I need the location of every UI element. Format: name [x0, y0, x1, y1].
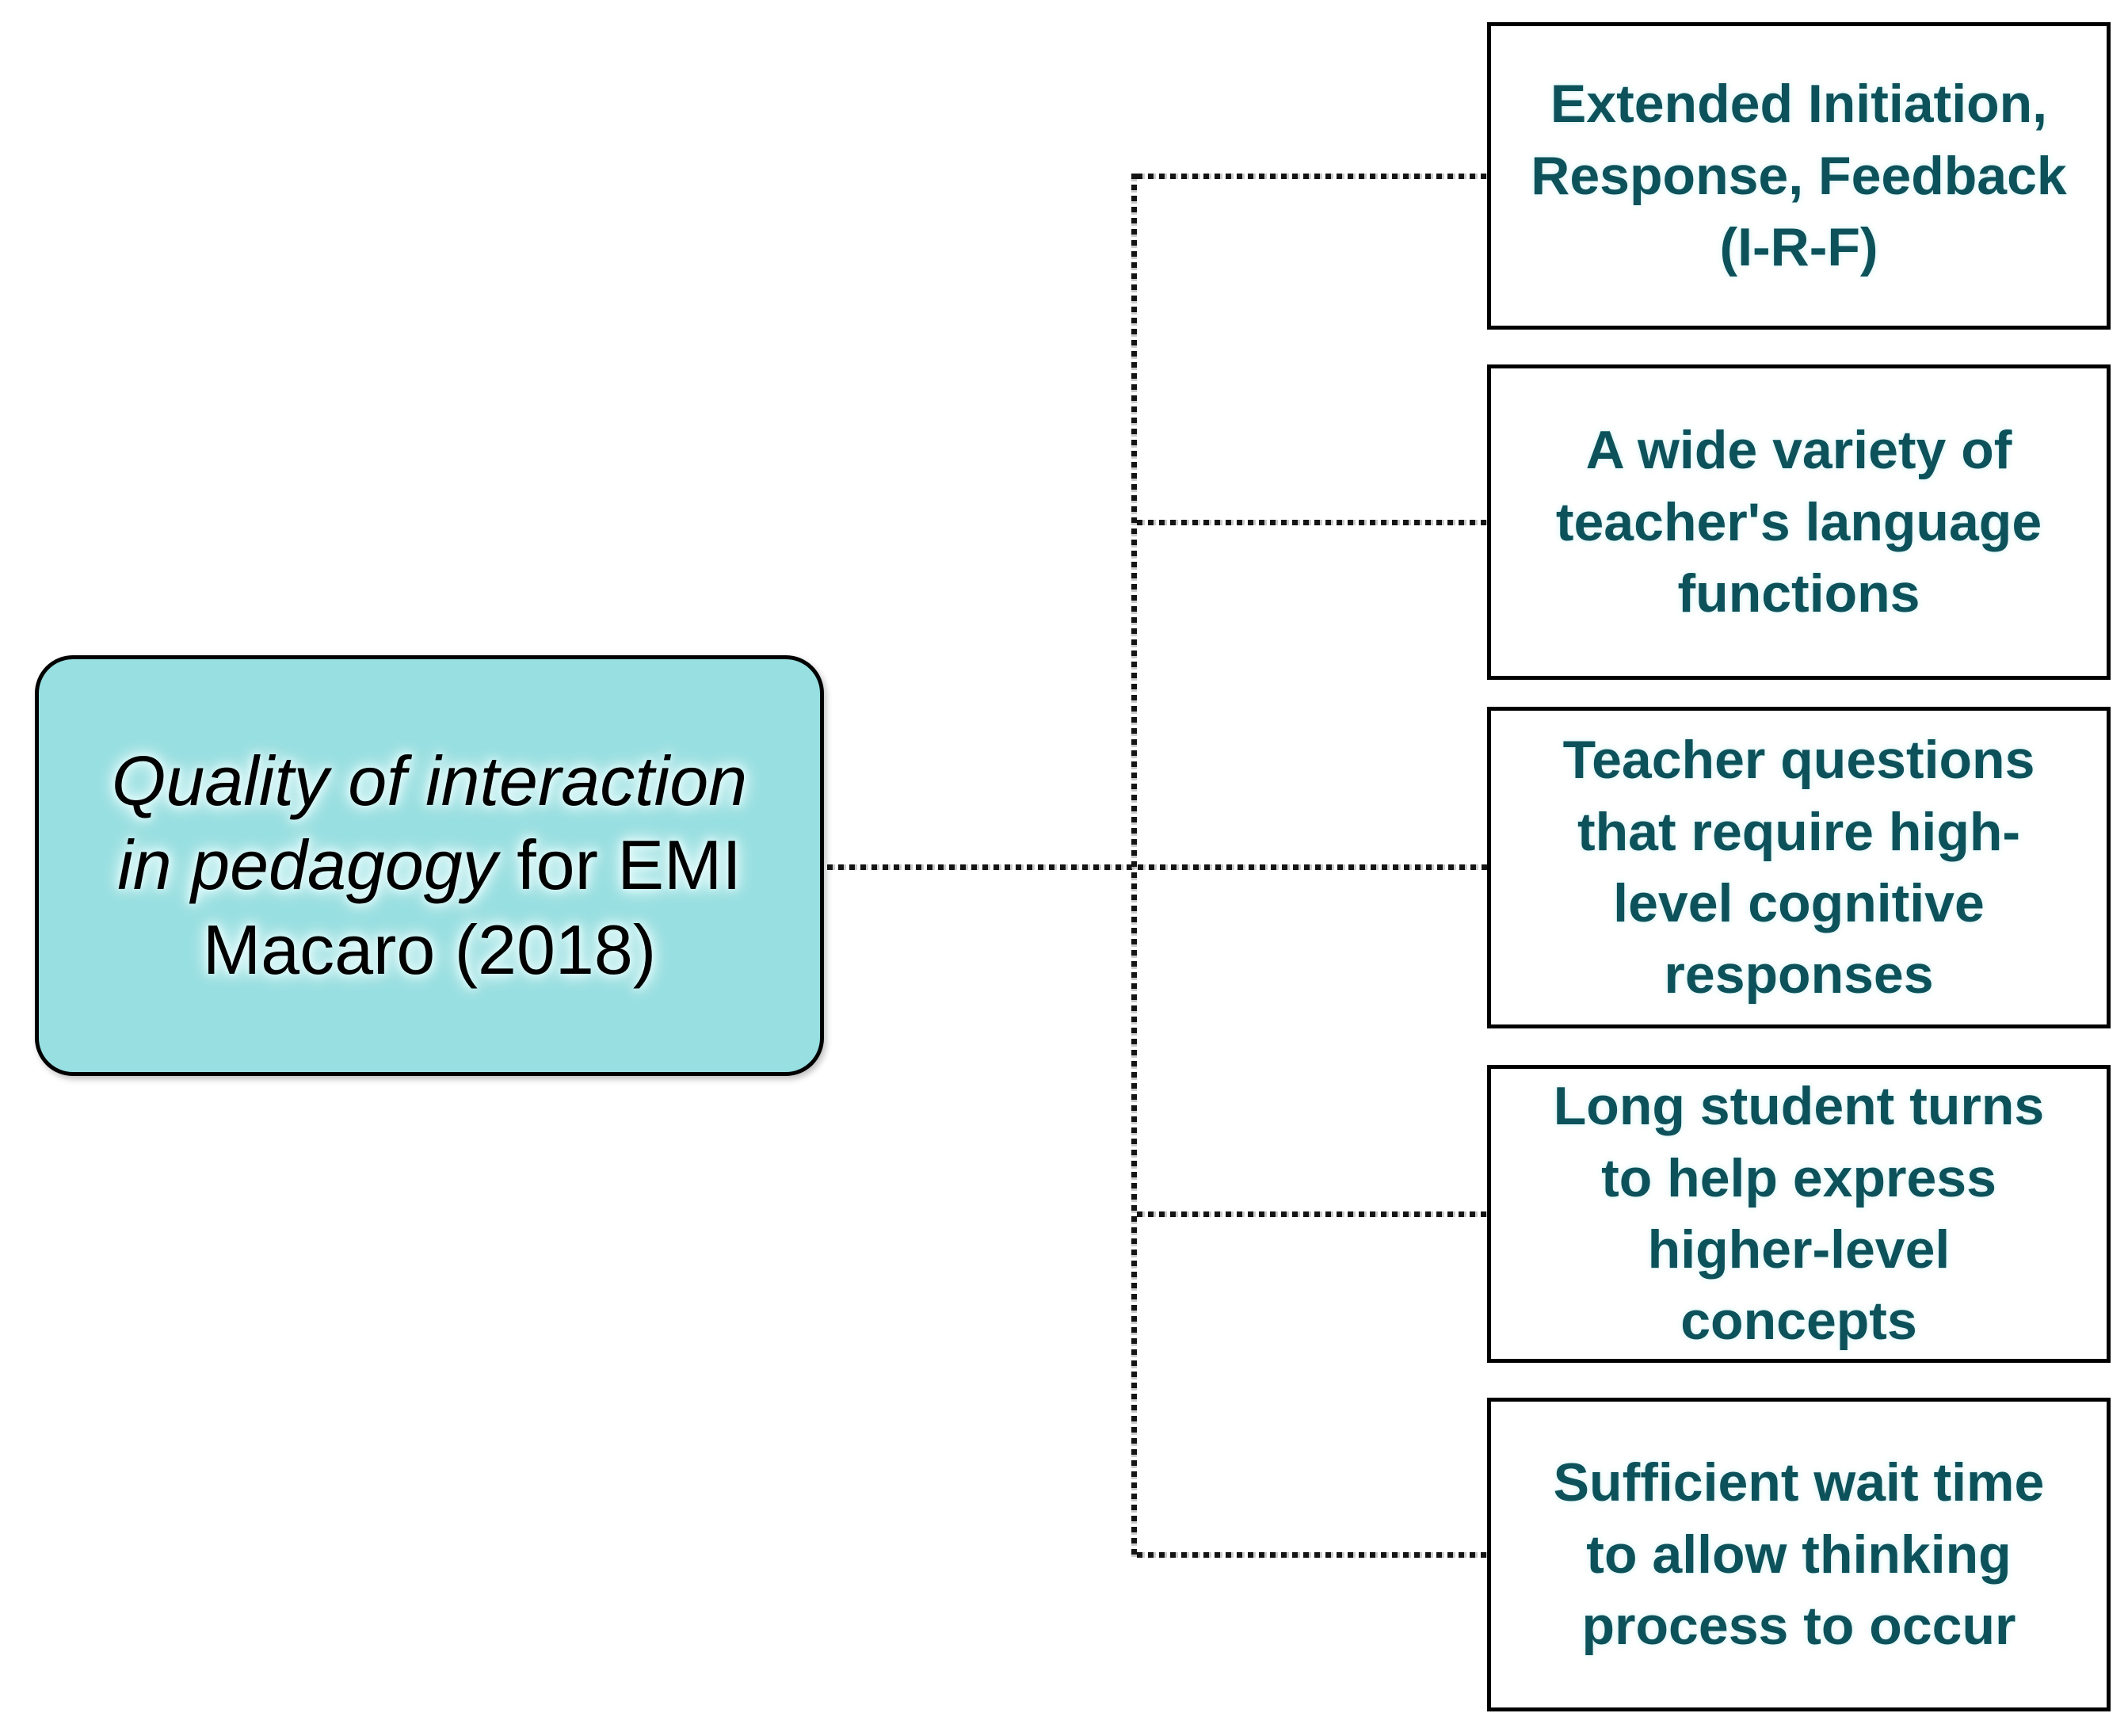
- connector-branch-4: [1137, 1211, 1490, 1217]
- root-node-line2-italic: in pedagogy: [117, 826, 498, 905]
- root-node-line-1: Quality of interaction: [112, 739, 747, 823]
- root-node-line-2: in pedagogy for EMI: [117, 823, 742, 907]
- root-node: Quality of interaction in pedagogy for E…: [35, 655, 824, 1076]
- branch-box-label: Extended Initiation, Response, Feedback …: [1531, 74, 2067, 278]
- branch-box-label: Teacher questions that require high-leve…: [1562, 730, 2035, 1005]
- branch-box-irf: Extended Initiation, Response, Feedback …: [1487, 22, 2111, 330]
- connector-root-to-spine: [827, 864, 1490, 870]
- connector-branch-5: [1137, 1552, 1490, 1558]
- connector-spine: [1131, 174, 1137, 1558]
- root-node-line-3: Macaro (2018): [202, 910, 657, 989]
- branch-box-student-turns: Long student turns to help express highe…: [1487, 1065, 2111, 1363]
- branch-box-teacher-questions: Teacher questions that require high-leve…: [1487, 707, 2111, 1028]
- branch-box-language-functions: A wide variety of teacher's language fun…: [1487, 364, 2111, 680]
- branch-box-label: Long student turns to help express highe…: [1553, 1076, 2045, 1352]
- connector-branch-2: [1137, 520, 1490, 525]
- root-node-line1-italic: Quality of interaction: [111, 741, 748, 820]
- branch-box-label: Sufficient wait time to allow thinking p…: [1553, 1452, 2045, 1657]
- connector-branch-1: [1137, 174, 1490, 179]
- branch-box-wait-time: Sufficient wait time to allow thinking p…: [1487, 1398, 2111, 1711]
- branch-box-label: A wide variety of teacher's language fun…: [1555, 420, 2042, 624]
- root-node-line2-regular: for EMI: [517, 826, 742, 905]
